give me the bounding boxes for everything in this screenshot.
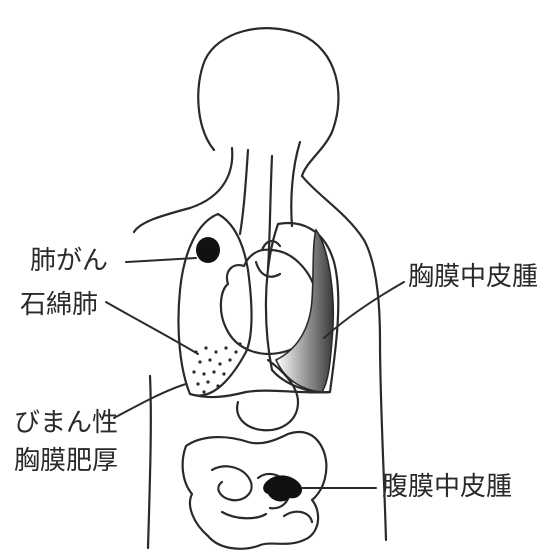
peritoneal-mesothelioma-blot xyxy=(263,475,302,501)
leader-pleural-mesothelioma xyxy=(324,282,404,338)
label-pleural-mesothelioma: 胸膜中皮腫 xyxy=(408,264,538,290)
label-asbestosis: 石綿肺 xyxy=(20,292,98,318)
trachea xyxy=(240,150,248,234)
leader-asbestosis xyxy=(106,302,198,354)
body-outline-left-arm xyxy=(148,376,151,548)
label-peritoneal-mesothelioma: 腹膜中皮腫 xyxy=(382,474,512,500)
asbestosis-dots xyxy=(192,342,241,393)
pleural-mesothelioma-shade xyxy=(276,230,333,392)
intestines xyxy=(183,432,327,549)
label-diffuse-thickening-line1: びまん性 xyxy=(14,410,118,436)
lung-cancer-tumor xyxy=(196,237,220,263)
label-diffuse-thickening-line2: 胸膜肥厚 xyxy=(14,448,118,474)
body-outline-head xyxy=(198,28,338,176)
body-outline-neck xyxy=(134,148,232,232)
label-lung-cancer: 肺がん xyxy=(30,248,108,274)
